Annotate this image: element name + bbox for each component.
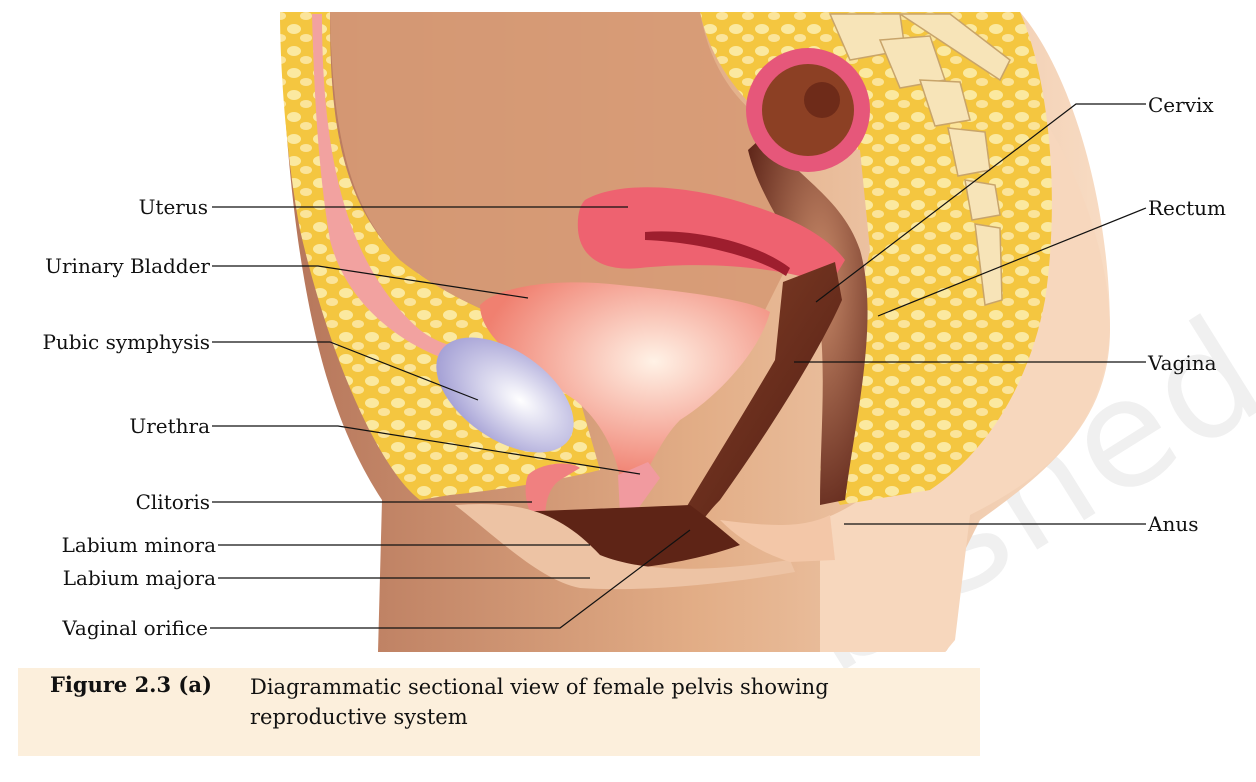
leader-lines [210,103,1147,629]
urethra-shape [618,462,660,520]
label-labium-majora: Labium majora [62,566,216,590]
vagina-shape [655,262,842,560]
caption-text: Diagrammatic sectional view of female pe… [250,675,829,729]
label-vaginal-orifice: Vaginal orifice [62,616,208,640]
label-rectum: Rectum [1148,196,1226,220]
rectum-shape [748,130,868,505]
sacrum [828,13,1011,306]
label-vagina: Vagina [1148,351,1217,375]
caption-number: Figure 2.3 (a) [50,672,212,697]
label-pubic-symphysis: Pubic symphysis [42,330,210,354]
label-uterus: Uterus [138,195,208,219]
label-urethra: Urethra [129,414,210,438]
label-clitoris: Clitoris [135,490,210,514]
abdominal-wall [312,14,478,365]
label-urinary-bladder: Urinary Bladder [45,254,210,278]
figure-caption: Figure 2.3 (a) Diagrammatic sectional vi… [18,668,980,756]
label-cervix: Cervix [1148,93,1214,117]
peritoneal-cavity [330,12,800,350]
clitoris-shape [525,463,580,520]
label-anus: Anus [1148,512,1199,536]
perineum [720,515,835,562]
pubic-symphysis-shape [436,337,574,453]
bladder-shape [480,282,770,480]
labium-majora-shape [455,503,795,590]
label-labium-minora: Labium minora [61,533,216,557]
